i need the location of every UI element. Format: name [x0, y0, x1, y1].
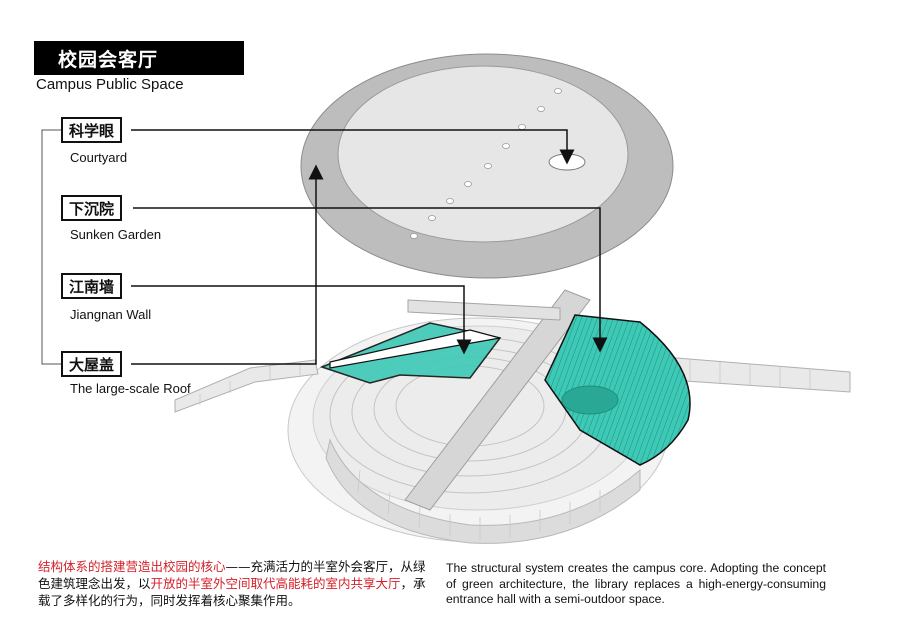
- page-subtitle: Campus Public Space: [36, 76, 184, 93]
- caption-cn-text-1: ——充满活力的半室外会客厅，从绿色建筑理念出发，以: [38, 559, 426, 591]
- label-jiangnan-wall-cn: 江南墙: [61, 273, 123, 299]
- label-sunken-garden-en: Sunken Garden: [70, 227, 162, 242]
- caption-english: The structural system creates the campus…: [446, 561, 826, 607]
- page-title: 校园会客厅: [34, 41, 244, 75]
- leader-bracket: [41, 129, 69, 365]
- caption-chinese: 结构体系的搭建营造出校园的核心——充满活力的半室外会客厅，从绿色建筑理念出发，以…: [38, 558, 428, 609]
- leader-lines: [41, 129, 608, 365]
- caption-cn-text-2: ，承载了多样化的行为，同时发挥着核心聚集作用。: [38, 576, 426, 608]
- roof-skylights: [410, 88, 562, 239]
- label-roof-en: The large-scale Roof: [70, 381, 191, 396]
- leader-jiangnan-wall: [131, 285, 472, 355]
- label-courtyard-en: Courtyard: [70, 150, 128, 165]
- leader-courtyard: [131, 129, 575, 165]
- label-jiangnan-wall-en: Jiangnan Wall: [70, 307, 152, 322]
- label-sunken-garden-cn: 下沉院: [61, 195, 123, 221]
- sunken-garden-highlight: [544, 314, 691, 466]
- label-courtyard-cn: 科学眼: [61, 117, 123, 143]
- label-roof-cn: 大屋盖: [61, 351, 123, 377]
- leader-sunken-garden: [133, 207, 608, 353]
- leader-roof: [131, 164, 324, 365]
- roof-disc: [300, 53, 674, 279]
- caption-cn-highlight-2: 开放的半室外空间取代高能耗的室内共享大厅: [150, 576, 401, 591]
- jiangnan-wall-spine: [404, 289, 591, 511]
- caption-cn-highlight-1: 结构体系的搭建营造出校园的核心: [38, 559, 226, 574]
